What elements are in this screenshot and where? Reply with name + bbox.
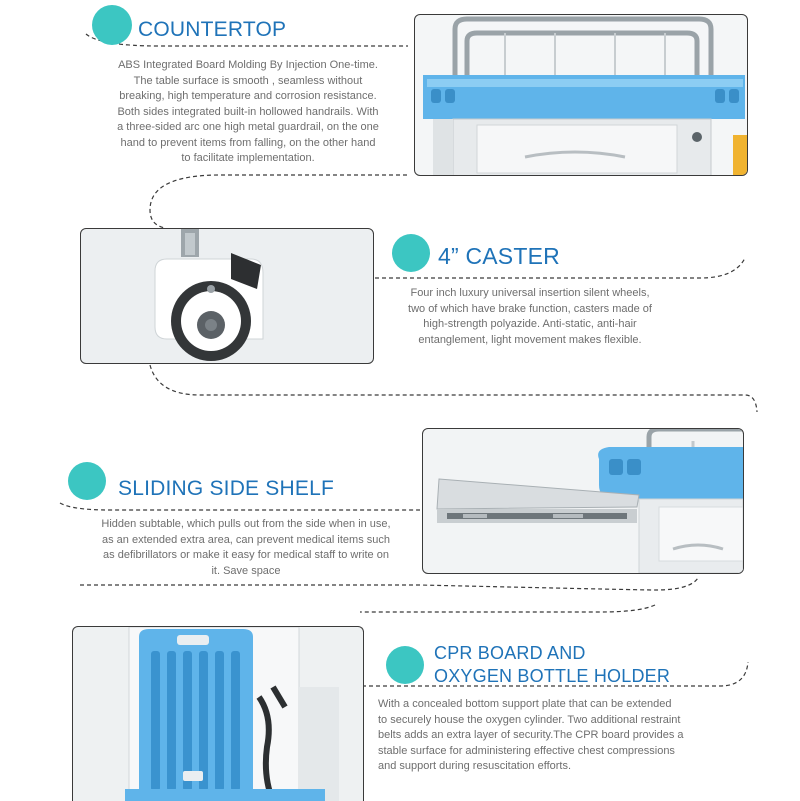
countertop-line: hand to prevent items from falling, on t… xyxy=(120,136,376,149)
caster-line: high-strength polyazide. Anti-static, an… xyxy=(423,318,637,330)
cpr-accent-dot xyxy=(386,646,424,684)
shelf-line: it. Save space xyxy=(211,564,281,577)
countertop-line: ABS Integrated Board Molding By Injectio… xyxy=(118,59,378,71)
countertop-line: Both sides integrated built-in hollowed … xyxy=(117,105,379,118)
shelf-line: as an extended extra area, can prevent m… xyxy=(102,533,390,546)
countertop-description: ABS Integrated Board Molding By Injectio… xyxy=(82,58,414,167)
cpr-line: to securely house the oxygen cylinder. T… xyxy=(378,713,681,726)
caster-accent-dot xyxy=(392,234,430,272)
countertop-line: a three-sided arc one high metal guardra… xyxy=(117,121,379,133)
shelf-line: as defibrillators or make it easy for me… xyxy=(103,549,389,561)
cpr-line: belts adds an extra layer of security.Th… xyxy=(378,729,684,741)
cpr-title-line-1: CPR BOARD AND xyxy=(434,643,586,663)
cpr-line: With a concealed bottom support plate th… xyxy=(378,698,672,710)
countertop-line: breaking, high temperature and corrosion… xyxy=(119,90,377,102)
caster-line: Four inch luxury universal insertion sil… xyxy=(410,287,650,299)
cpr-line: and support during resuscitation efforts… xyxy=(378,760,572,772)
shelf-description: Hidden subtable, which pulls out from th… xyxy=(72,517,420,579)
countertop-line: The table surface is smooth , seamless w… xyxy=(133,74,363,87)
shelf-photo xyxy=(422,428,744,574)
cpr-title-line-2: OXYGEN BOTTLE HOLDER xyxy=(434,666,671,686)
shelf-accent-dot xyxy=(68,462,106,500)
caster-description: Four inch luxury universal insertion sil… xyxy=(378,286,682,348)
countertop-photo xyxy=(414,14,748,176)
shelf-title: SLIDING SIDE SHELF xyxy=(118,477,334,500)
cpr-photo xyxy=(72,626,364,801)
shelf-line: Hidden subtable, which pulls out from th… xyxy=(101,518,391,530)
caster-photo xyxy=(80,228,374,364)
cpr-line: stable surface for administering effecti… xyxy=(378,744,675,757)
caster-title: 4” CASTER xyxy=(438,243,560,269)
cpr-description: With a concealed bottom support plate th… xyxy=(378,697,750,775)
caster-line: two of which have brake function, caster… xyxy=(408,302,652,315)
countertop-line: to facilitate implementation. xyxy=(181,152,315,164)
cpr-title: CPR BOARD AND OXYGEN BOTTLE HOLDER xyxy=(434,642,670,688)
countertop-accent-dot xyxy=(92,5,132,45)
countertop-title: COUNTERTOP xyxy=(138,18,287,41)
caster-line: entanglement, light movement makes flexi… xyxy=(418,333,642,346)
